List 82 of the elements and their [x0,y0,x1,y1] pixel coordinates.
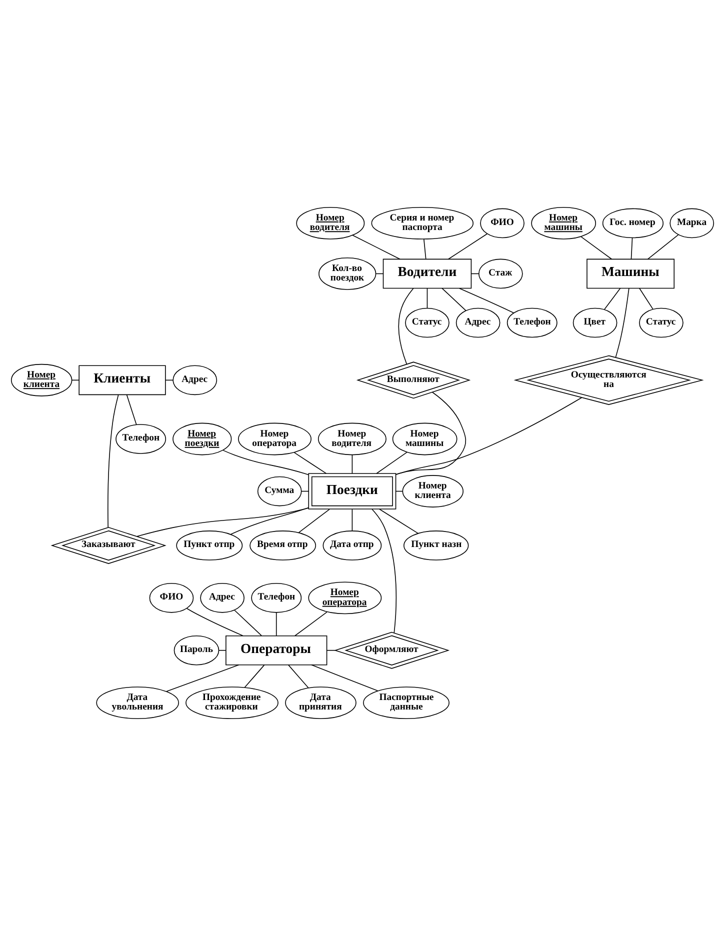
connector [108,394,119,528]
node-ellipse: Телефон [506,308,558,338]
connector [372,508,397,634]
node-ellipse: Номер поездки [172,422,232,456]
node-ellipse: Прохождение стажировки [186,686,278,720]
connector [376,452,408,474]
node-ellipse: Цвет [572,308,618,338]
node-ellipse: ФИО [149,583,194,613]
node-ellipse: Статус [405,308,450,338]
connector [326,650,336,651]
node-ellipse: Серия и номер паспорта [371,206,474,240]
node-ellipse: Марка [670,208,714,238]
node-ellipse: Паспортные данные [363,686,450,720]
node-ellipse: Номер машины [392,422,458,456]
connector [604,288,621,310]
node-box: Машины [586,258,675,289]
connector [218,650,226,651]
node-ellipse: Номер машины [531,206,596,240]
node-ellipse: Пароль [174,635,220,666]
node-ellipse: Телефон [251,583,302,613]
node-ellipse: Адрес [200,583,244,613]
node-ellipse: Телефон [116,424,166,454]
connector [459,288,514,314]
node-ellipse: Номер клиента [10,364,72,396]
node-ellipse: Пункт назн [404,530,469,560]
node-box: Клиенты [78,365,166,396]
connector [298,508,330,533]
connector [166,664,240,692]
connector [244,664,265,688]
node-ellipse: Время отпр [250,530,316,560]
connector [580,236,612,260]
connector [615,288,630,358]
node-ellipse: Кол-во поездок [318,258,376,290]
connector [276,612,277,636]
connector [186,608,244,636]
node-ellipse: Сумма [257,476,302,506]
node-diamond: Выполняют [356,362,471,399]
connector [448,234,488,260]
connector [126,394,137,425]
node-ellipse: ФИО [480,208,524,238]
connector [426,288,428,308]
connector [398,288,414,364]
node-ellipse: Дата принятия [285,686,356,720]
node-ellipse: Дата отпр [322,530,382,560]
connector [639,288,654,310]
connector [288,664,309,688]
connector [311,664,378,692]
connector [230,507,309,535]
node-box: Операторы [226,635,328,666]
connector [647,234,679,260]
node-ellipse: Номер оператора [308,582,382,614]
node-ellipse: Номер оператора [238,422,312,456]
node-ellipse: Пункт отпр [176,530,243,560]
node-ellipse: Гос. номер [602,208,664,238]
node-ellipse: Номер водителя [296,206,365,240]
connector [352,454,353,474]
node-ellipse: Дата увольнения [96,686,179,720]
connector [165,380,174,381]
node-diamond: Заказывают [50,527,166,564]
node-box: Поездки [308,473,396,510]
connector [352,508,353,532]
connector [71,380,80,381]
connector [630,237,633,260]
node-ellipse: Адрес [456,308,500,338]
connector [234,610,262,636]
connector [379,508,418,534]
connector [442,288,466,312]
node-ellipse: Номер водителя [318,422,386,456]
node-ellipse: Адрес [172,365,218,396]
connector [396,397,582,475]
connector [136,508,309,537]
connector [352,234,400,260]
connector [294,612,328,636]
node-diamond: Оформляют [334,632,450,669]
node-diamond: Осуществляются на [514,355,704,405]
node-box: Водители [382,258,472,289]
connector [222,450,309,476]
connector [294,452,327,474]
node-ellipse: Номер клиента [402,475,464,508]
node-ellipse: Статус [639,308,684,338]
node-ellipse: Стаж [478,258,523,289]
connector [424,238,426,260]
